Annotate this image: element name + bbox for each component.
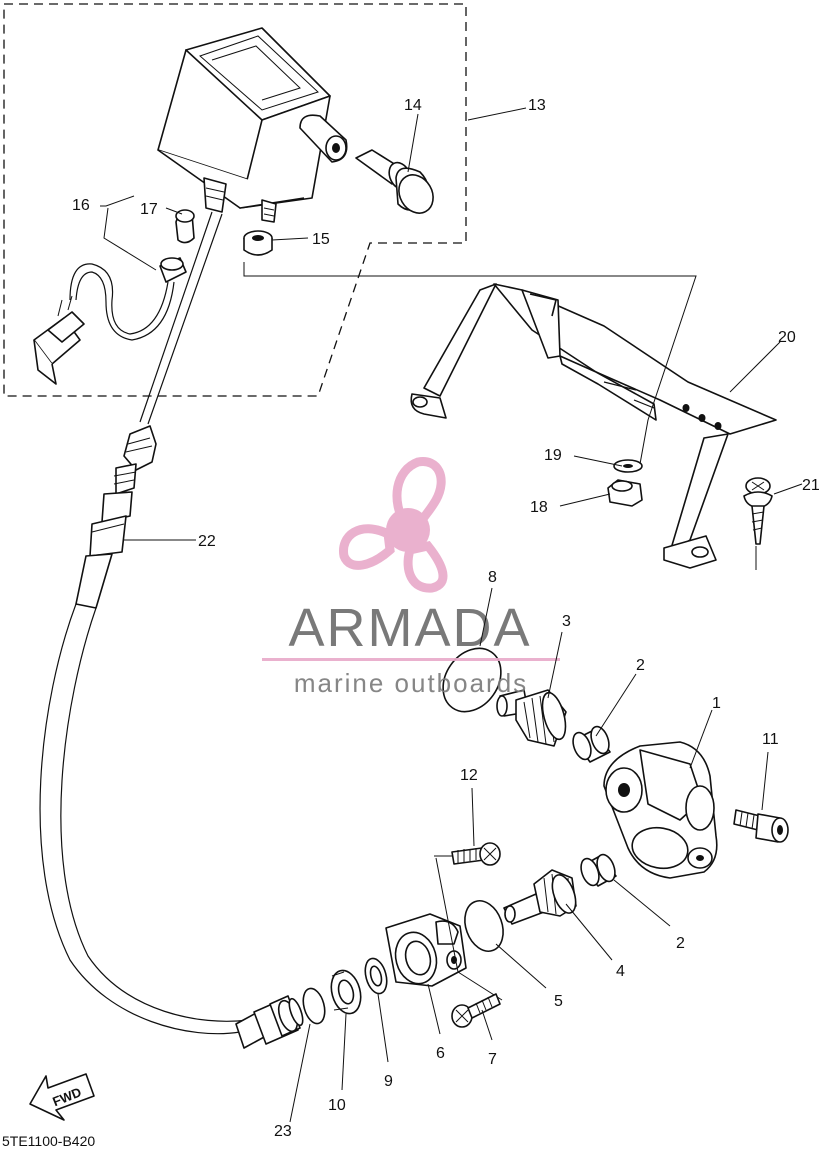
speedometer-meter[interactable] (157, 27, 348, 223)
callout-4: 4 (616, 963, 625, 980)
callout-15: 15 (312, 231, 330, 248)
screw-21[interactable] (743, 477, 773, 545)
watermark-brand: ARMADA (288, 598, 531, 658)
watermark-tagline: marine outboards (294, 668, 528, 698)
grommet[interactable] (243, 230, 273, 256)
bushing-2-upper[interactable] (570, 724, 613, 763)
callout-11: 11 (762, 731, 779, 748)
driven-gear-4[interactable] (503, 869, 580, 925)
watermark-rule (262, 658, 560, 661)
callout-20: 20 (778, 329, 796, 346)
callout-18: 18 (530, 499, 548, 516)
callout-9: 9 (384, 1073, 393, 1090)
callout-23: 23 (274, 1123, 292, 1140)
callout-7: 7 (488, 1051, 497, 1068)
callout-19: 19 (544, 447, 562, 464)
armada-watermark: ARMADA marine outboards (262, 457, 560, 698)
nut-18[interactable] (607, 479, 643, 507)
o-ring-8[interactable] (431, 637, 513, 723)
screw-7[interactable] (451, 993, 501, 1028)
callout-17: 17 (140, 201, 158, 218)
callout-22: 22 (198, 533, 216, 550)
propeller-logo-icon (339, 457, 448, 593)
washer-19[interactable] (613, 459, 643, 473)
gear-housing-1[interactable] (603, 741, 718, 879)
bulb[interactable] (175, 209, 195, 244)
bushing-2-lower[interactable] (578, 852, 619, 888)
callout-leaders (100, 107, 803, 1123)
callout-2-lower: 2 (676, 935, 685, 952)
callout-16: 16 (72, 197, 90, 214)
lamp-socket-wire[interactable] (33, 257, 187, 385)
callout-10: 10 (328, 1097, 346, 1114)
o-ring-23[interactable] (300, 986, 329, 1026)
screw-12[interactable] (451, 842, 501, 866)
callout-13: 13 (528, 97, 546, 114)
speedometer-cable[interactable] (39, 211, 305, 1049)
bolt-11[interactable] (733, 809, 789, 843)
trip-knob[interactable] (355, 149, 440, 219)
callout-5: 5 (554, 993, 563, 1010)
callout-6: 6 (436, 1045, 445, 1062)
o-ring-5[interactable] (458, 895, 510, 956)
meter-bracket[interactable] (410, 283, 777, 569)
diagram-code: 5TE1100-B420 (2, 1133, 95, 1149)
callout-2-upper: 2 (636, 657, 645, 674)
callout-8: 8 (488, 569, 497, 586)
callout-21: 21 (802, 477, 820, 494)
drive-gear-3[interactable] (496, 689, 570, 747)
bearing-housing-6[interactable] (385, 913, 467, 988)
oil-seal-10[interactable] (327, 967, 365, 1017)
washer-9[interactable] (362, 956, 391, 996)
callout-labels: 1 2 2 3 4 5 6 7 8 9 10 11 12 13 14 15 16… (72, 97, 820, 1140)
fwd-arrow: FWD (29, 1073, 95, 1121)
callout-12: 12 (460, 767, 478, 784)
callout-14: 14 (404, 97, 422, 114)
callout-1: 1 (712, 695, 721, 712)
callout-3: 3 (562, 613, 571, 630)
meter-group-boundary (3, 3, 467, 397)
